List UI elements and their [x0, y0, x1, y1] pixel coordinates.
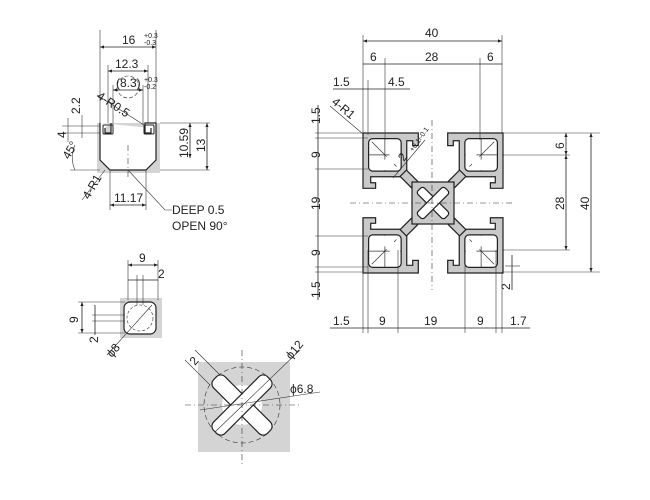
- tol-plus: +0.3: [144, 77, 158, 84]
- dim-top-left: 6: [370, 50, 377, 64]
- corner-hole-detail: 9 2 9 2 ϕ8: [67, 251, 165, 360]
- dim-top-slot: 4.5: [388, 75, 405, 89]
- dim-bottom-2: 19: [424, 314, 438, 328]
- dim-center-inner-diameter: ϕ6.8: [290, 382, 314, 396]
- dim-angle: 45°: [59, 139, 80, 162]
- center-hole-detail: 2 ϕ12 ϕ6.8: [184, 337, 321, 465]
- dim-depth-inner: 10.59: [177, 128, 191, 158]
- dim-inner-width: 12.3: [115, 57, 139, 71]
- dim-right-small: 6: [553, 142, 567, 149]
- tol-minus: -0.3: [144, 40, 156, 47]
- dim-corner-radius: 4-R1: [329, 95, 358, 123]
- dim-top-edge: 1.5: [333, 75, 350, 89]
- dim-bottom-right-gap: 2: [499, 283, 513, 290]
- dim-opening: (8.3): [116, 76, 141, 90]
- dim-hole-diameter: ϕ8: [104, 340, 124, 360]
- note-deep: DEEP 0.5: [172, 203, 225, 217]
- dim-top-middle: 28: [425, 50, 439, 64]
- dim-left-2: 19: [309, 196, 323, 210]
- dim-hole-height: 9: [67, 316, 81, 323]
- dim-right-middle: 28: [553, 196, 567, 210]
- tol-plus: +0.3: [144, 33, 158, 40]
- dim-right-overall: 40: [578, 196, 592, 210]
- dim-hole-web-v: 2: [87, 336, 101, 343]
- dim-top-right: 6: [487, 50, 494, 64]
- dim-hole-web: 2: [158, 267, 165, 281]
- note-open: OPEN 90°: [172, 219, 228, 233]
- profile-section: 40 6 28 6 1.5 4.5 4-R1 1.5 9 19 9 1.5 6 …: [309, 26, 600, 333]
- dim-top-overall: 40: [425, 26, 439, 40]
- dim-left-0: 1.5: [309, 107, 323, 124]
- dim-bottom-1: 9: [379, 314, 386, 328]
- slot-detail: 16 +0.3 -0.3 12.3 (8.3) +0.3 -0.2 4-R0.5…: [55, 30, 228, 233]
- dim-left-1: 9: [309, 151, 323, 158]
- dim-left-3: 9: [309, 249, 323, 256]
- dim-bottom-width: 11.17: [114, 191, 143, 205]
- dim-bottom-4: 1.7: [510, 314, 527, 328]
- tol-minus: -0.2: [144, 84, 156, 91]
- dim-bottom-0: 1.5: [333, 314, 350, 328]
- dim-slot-width: 16: [122, 33, 136, 47]
- dim-hole-width: 9: [139, 251, 146, 265]
- dim-corner-radius: 4-R1: [79, 172, 104, 202]
- dim-depth: 13: [194, 138, 208, 152]
- dim-lip: 2.2: [69, 97, 83, 114]
- dim-center-outer-diameter: ϕ12: [283, 337, 307, 362]
- dim-lip-gap: 4: [55, 131, 69, 138]
- dim-bottom-3: 9: [477, 314, 484, 328]
- dim-left-4: 1.5: [309, 281, 323, 298]
